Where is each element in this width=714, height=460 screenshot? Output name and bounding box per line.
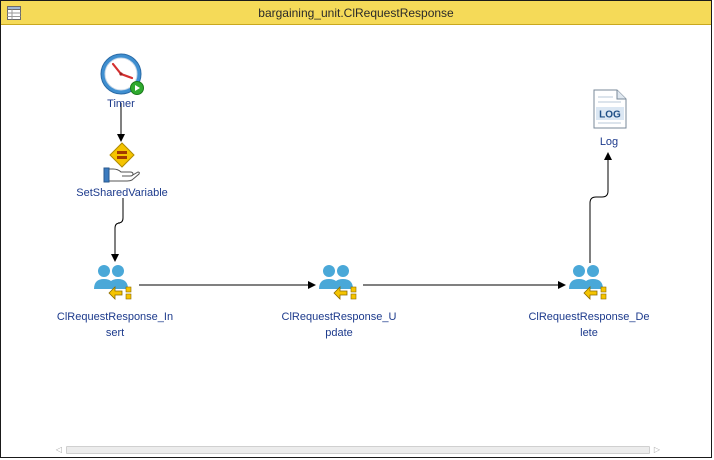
window-table-icon: [7, 6, 21, 20]
insert-node[interactable]: [93, 263, 137, 303]
connectors-layer: [111, 103, 612, 289]
set-shared-variable-node[interactable]: [103, 141, 141, 183]
update-node[interactable]: [318, 263, 362, 303]
title-bar[interactable]: bargaining_unit.ClRequestResponse: [1, 1, 711, 25]
diagram-canvas[interactable]: Timer SetSharedVariable ClRequestRespons…: [1, 25, 709, 445]
connector-delete-to-log[interactable]: [589, 152, 612, 263]
delete-label-line1: ClRequestResponse_De: [528, 311, 650, 323]
delete-label: ClRequestResponse_De lete: [519, 309, 659, 341]
delete-label-line2: lete: [580, 327, 598, 339]
insert-label-line2: sert: [105, 327, 125, 339]
window-title: bargaining_unit.ClRequestResponse: [258, 6, 454, 20]
users-input-icon: [569, 265, 607, 300]
delete-node[interactable]: [568, 263, 612, 303]
users-input-icon: [94, 265, 132, 300]
insert-label-line1: ClRequestResponse_In: [56, 311, 174, 323]
log-label: Log: [599, 136, 619, 148]
update-label: ClRequestResponse_U pdate: [269, 309, 409, 341]
users-input-icon: [319, 265, 357, 300]
timer-node[interactable]: [99, 52, 147, 98]
connector-setvar-to-insert[interactable]: [111, 198, 124, 262]
shared-variable-hand-icon: [103, 142, 140, 183]
scroll-track[interactable]: [66, 446, 650, 454]
insert-label: ClRequestResponse_In sert: [45, 309, 185, 341]
set-shared-variable-label: SetSharedVariable: [76, 187, 168, 199]
update-label-line2: pdate: [325, 327, 353, 339]
scroll-left-arrow-icon[interactable]: ◁: [55, 445, 63, 454]
timer-label: Timer: [107, 98, 135, 110]
log-document-icon: LOG: [593, 89, 627, 129]
timer-clock-icon: [100, 53, 144, 95]
log-icon-text: LOG: [599, 110, 621, 121]
log-node[interactable]: LOG: [593, 89, 627, 129]
horizontal-scrollbar[interactable]: ◁ ▷: [54, 444, 662, 456]
update-label-line1: ClRequestResponse_U: [281, 311, 397, 323]
scroll-right-arrow-icon[interactable]: ▷: [653, 445, 661, 454]
